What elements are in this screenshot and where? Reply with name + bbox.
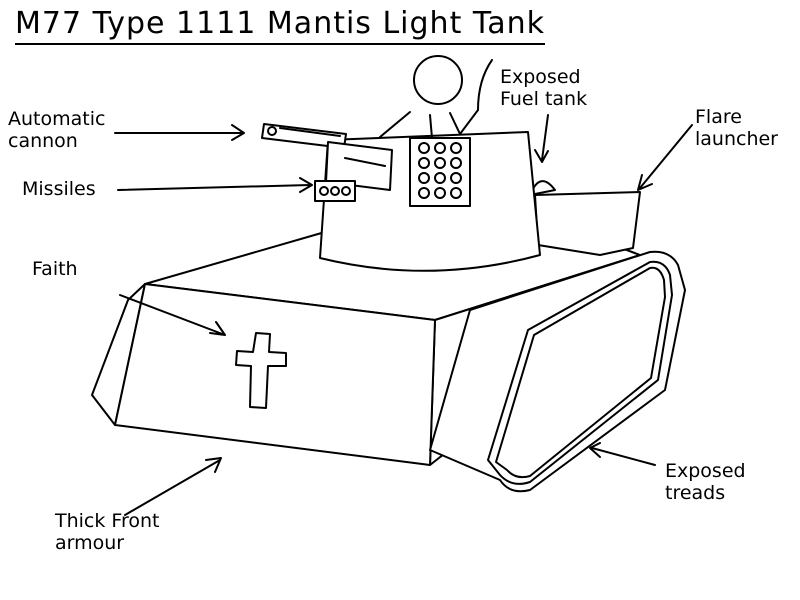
- missiles: [319, 186, 351, 196]
- tread-inner-2: [495, 266, 666, 479]
- label-flare-launcher: Flare launcher: [695, 106, 778, 150]
- tread-outer: [429, 250, 686, 493]
- flare-launcher: [534, 191, 641, 256]
- cannon-mount: [325, 141, 393, 191]
- tread-inner: [487, 260, 673, 485]
- annotation-arrows: [114, 59, 693, 516]
- fuel-cells: [418, 142, 462, 199]
- label-automatic-cannon: Automatic cannon: [8, 108, 106, 152]
- commander-figure: [379, 55, 479, 139]
- label-exposed-fuel-tank: Exposed Fuel tank: [500, 66, 588, 110]
- label-thick-front-armour: Thick Front armour: [55, 510, 160, 554]
- diagram-title: M77 Type 1111 Mantis Light Tank: [15, 6, 545, 45]
- hull-front-face: [114, 283, 436, 466]
- label-missiles: Missiles: [22, 178, 96, 200]
- label-faith: Faith: [32, 258, 78, 280]
- label-exposed-treads: Exposed treads: [665, 460, 746, 504]
- missile-pod: [314, 180, 356, 202]
- cross-emblem: [235, 332, 287, 409]
